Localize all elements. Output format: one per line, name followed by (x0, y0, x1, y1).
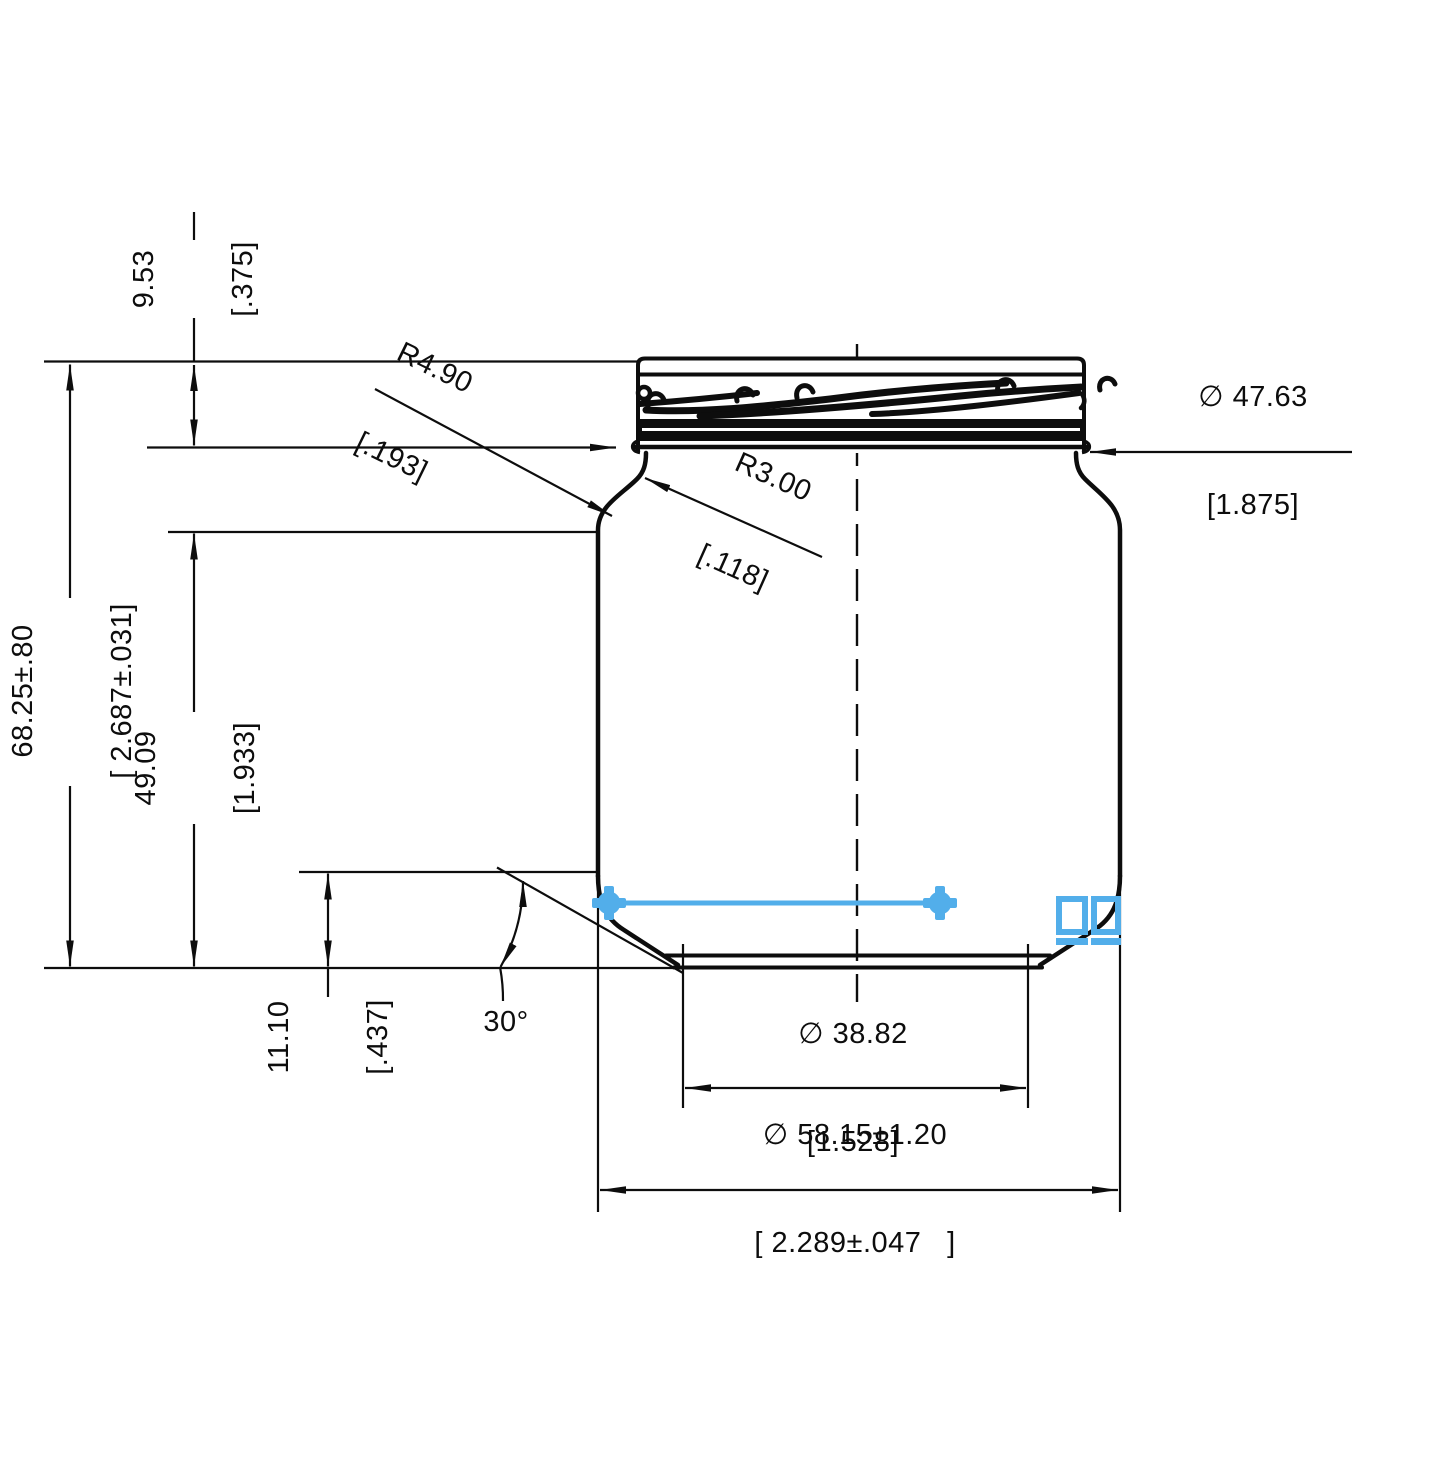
sketch-point-right[interactable] (923, 886, 957, 920)
dim-body-height-inch: [1.933] (229, 721, 261, 815)
dim-finish-diameter-inch: [1.875] (1206, 489, 1300, 521)
dim-base-diameter: ∅ 38.82 [1.528] (798, 944, 907, 1232)
dim-base-diameter-inch: [1.528] (806, 1126, 900, 1158)
dim-overall-height-mm: 68.25±.80 (7, 624, 39, 758)
dim-base-height-mm: 11.10 (263, 1000, 295, 1074)
jar-outline (595, 450, 1123, 970)
dim-finish-diameter-mm: ∅ 47.63 (1198, 381, 1308, 413)
dim-body-diameter-inch: [ 2.289±.047 ] (754, 1227, 956, 1259)
dim-base-diameter-mm: ∅ 38.82 (798, 1018, 908, 1050)
dim-body-diameter-mm: ∅ 58.15±1.20 (762, 1119, 948, 1151)
dim-body-diameter: ∅ 58.15±1.20 [ 2.289±.047 ] (754, 1045, 955, 1333)
dim-base-height-inch: [.437] (362, 999, 394, 1075)
missing-glyph-boxes[interactable] (1056, 896, 1121, 945)
dim-neck-radius-mm: R4.90 (392, 336, 478, 400)
extension-lines (44, 360, 1122, 1212)
dim-base-angle: 30° (483, 932, 528, 1112)
dim-finish-height: 9.53 [.375] (62, 241, 326, 317)
dim-shoulder-radius-mm: R3.00 (730, 446, 817, 509)
sketch-dimension-line[interactable] (592, 886, 957, 920)
dim-finish-height-inch: [.375] (227, 241, 259, 317)
sketch-point-left[interactable] (592, 886, 626, 920)
jar-finish (630, 356, 1118, 455)
dim-body-height-mm: 49.09 (130, 730, 162, 806)
dim-neck-radius-inch: [.193] (350, 426, 433, 488)
dim-finish-height-mm: 9.53 (128, 249, 160, 309)
dim-base-angle-deg: 30° (483, 1006, 529, 1038)
dim-finish-diameter: ∅ 47.63 [1.875] (1198, 307, 1307, 595)
thread-lines (635, 375, 1118, 420)
dim-base-height: 11.10 [.437] (197, 999, 461, 1075)
dim-shoulder-radius-inch: [.118] (693, 538, 774, 598)
dimension-lines (66, 212, 1352, 1194)
dim-body-height: 49.09 [1.933] (64, 722, 328, 814)
